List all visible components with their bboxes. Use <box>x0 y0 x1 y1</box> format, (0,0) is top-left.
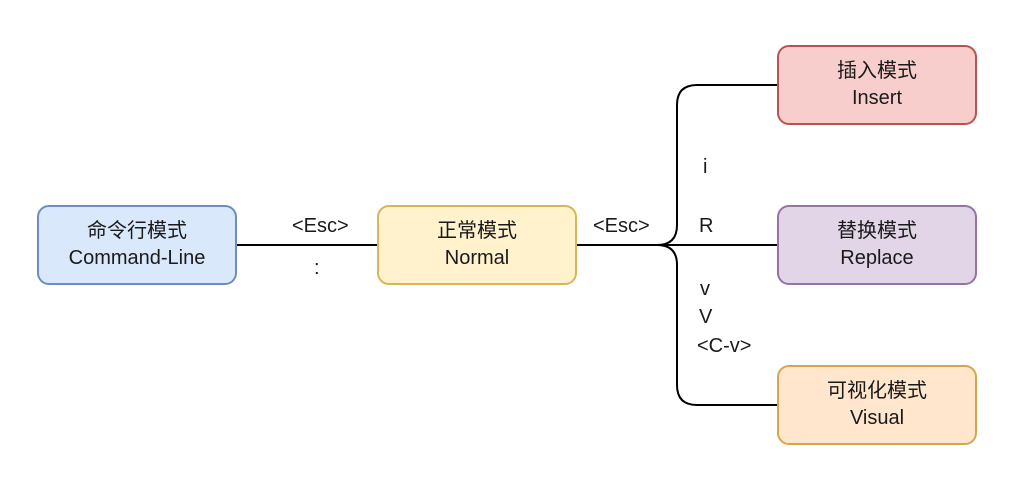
label-visual-key-ctrl-v: <C-v> <box>697 335 752 357</box>
node-replace-cn: 替换模式 <box>837 220 917 242</box>
node-command-line-en: Command-Line <box>68 247 206 269</box>
node-insert[interactable]: 插入模式 Insert <box>777 45 977 125</box>
label-esc-branch: <Esc> <box>593 215 650 237</box>
label-colon-to-command: : <box>314 257 320 279</box>
node-visual-en: Visual <box>849 407 905 429</box>
node-normal-cn: 正常模式 <box>437 220 517 242</box>
label-esc-to-normal: <Esc> <box>292 215 349 237</box>
node-command-line[interactable]: 命令行模式 Command-Line <box>37 205 237 285</box>
label-replace-key: R <box>699 215 714 237</box>
node-insert-en: Insert <box>851 87 903 109</box>
node-replace[interactable]: 替换模式 Replace <box>777 205 977 285</box>
node-insert-cn: 插入模式 <box>837 60 917 82</box>
edge-branch-insert <box>656 84 777 246</box>
edge-branch-visual <box>656 244 777 406</box>
node-visual[interactable]: 可视化模式 Visual <box>777 365 977 445</box>
node-normal-en: Normal <box>444 247 510 269</box>
label-insert-key: i <box>703 156 708 178</box>
node-command-line-cn: 命令行模式 <box>87 220 187 242</box>
label-visual-key-V: V <box>699 306 713 328</box>
node-normal[interactable]: 正常模式 Normal <box>377 205 577 285</box>
label-visual-key-v: v <box>700 278 710 300</box>
node-visual-cn: 可视化模式 <box>827 380 927 402</box>
node-replace-en: Replace <box>840 247 914 269</box>
